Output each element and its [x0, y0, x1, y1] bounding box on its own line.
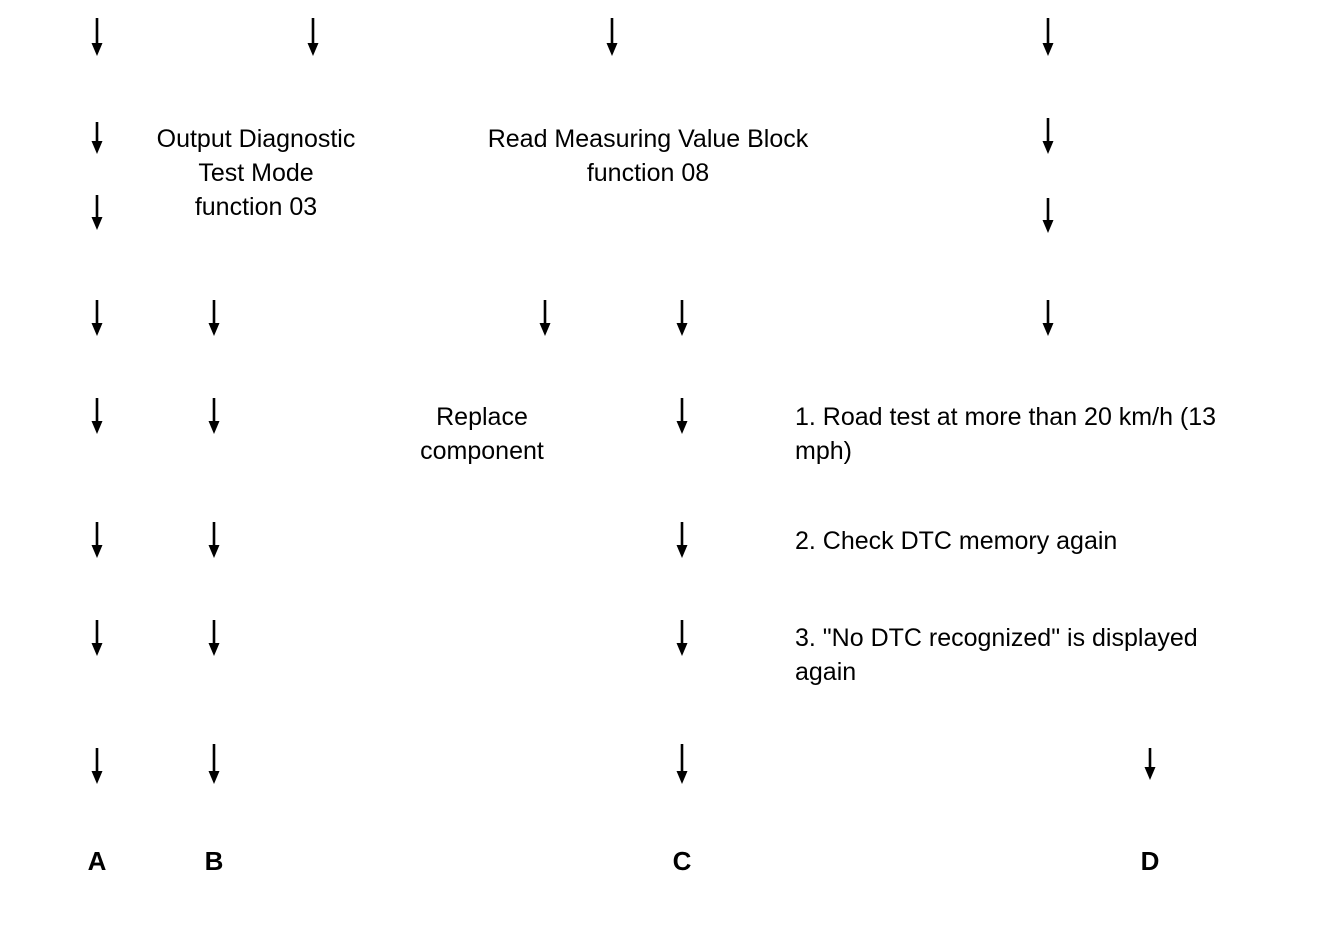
down-arrow-icon [673, 522, 691, 558]
down-arrow-icon [88, 122, 106, 154]
down-arrow-icon [88, 18, 106, 56]
text-block-output-diagnostic-test-mode: Output Diagnostic Test Mode function 03 [156, 125, 356, 221]
down-arrow-icon [673, 744, 691, 784]
down-arrow-icon [304, 18, 322, 56]
text-block-replace-component: Replace component [420, 403, 544, 465]
connector-label-b: B [204, 846, 224, 876]
connector-label-d: D [1140, 846, 1160, 876]
text-block-step-3-no-dtc-recognized: 3. "No DTC recognized" is displayed agai… [795, 624, 1198, 686]
down-arrow-icon [88, 300, 106, 336]
down-arrow-icon [205, 300, 223, 336]
down-arrow-icon [205, 522, 223, 558]
down-arrow-icon [673, 398, 691, 434]
down-arrow-icon [88, 195, 106, 230]
down-arrow-icon [1039, 118, 1057, 154]
down-arrow-icon [88, 522, 106, 558]
down-arrow-icon [205, 744, 223, 784]
connector-label-a: A [87, 846, 107, 876]
down-arrow-icon [205, 620, 223, 656]
down-arrow-icon [673, 300, 691, 336]
down-arrow-icon [88, 620, 106, 656]
down-arrow-icon [673, 620, 691, 656]
text-block-read-measuring-value-block: Read Measuring Value Block function 08 [487, 125, 809, 187]
down-arrow-icon [88, 748, 106, 784]
down-arrow-icon [603, 18, 621, 56]
down-arrow-icon [536, 300, 554, 336]
down-arrow-icon [205, 398, 223, 434]
down-arrow-icon [1039, 300, 1057, 336]
down-arrow-icon [1039, 198, 1057, 233]
down-arrow-icon [1141, 748, 1159, 780]
down-arrow-icon [1039, 18, 1057, 56]
text-block-step-2-check-dtc-memory: 2. Check DTC memory again [795, 527, 1118, 555]
connector-label-c: C [672, 846, 692, 876]
text-block-step-1-road-test: 1. Road test at more than 20 km/h (13 mp… [795, 403, 1217, 465]
down-arrow-icon [88, 398, 106, 434]
